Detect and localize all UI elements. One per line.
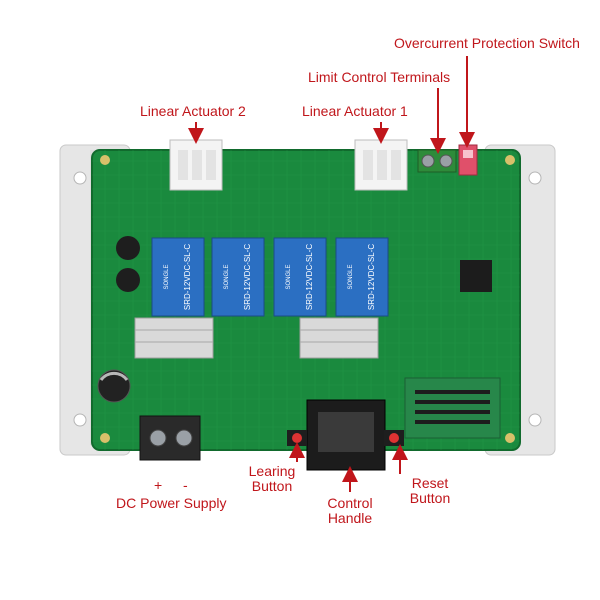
label-polarity-minus: - (183, 477, 188, 493)
label-learning-button-line-2: Button (251, 478, 293, 494)
label-reset-button-line-2: Button (409, 490, 451, 506)
label-polarity-plus: + (154, 477, 163, 493)
label-actuator-2: Linear Actuator 2 (140, 103, 246, 119)
relay-1: SONGLE SRD-12VDC-SL-C (151, 237, 205, 317)
electrolytic-capacitor (97, 369, 131, 403)
relay-body (151, 237, 205, 317)
label-control-handle-line-1: Control (327, 495, 373, 511)
label-control-handle-line-2: Handle (327, 510, 373, 526)
mount-hole-top-left (73, 171, 87, 185)
heatsink-right (299, 317, 379, 359)
relay-body (335, 237, 389, 317)
label-learning-button-line-1: Learing (248, 463, 296, 479)
relay-model-label: SRD-12VDC-SL-C (243, 244, 252, 310)
control-handle-socket (306, 399, 386, 471)
limit-terminal-block (417, 149, 457, 173)
mount-hole-top-right (528, 171, 542, 185)
label-limit-terminals: Limit Control Terminals (308, 69, 451, 85)
label-overcurrent-switch: Overcurrent Protection Switch (394, 35, 580, 51)
label-control-handle: Control Handle (322, 496, 378, 526)
relay-3: SONGLE SRD-12VDC-SL-C (273, 237, 327, 317)
label-dc-power-supply: DC Power Supply (116, 495, 227, 511)
relay-model-label: SRD-12VDC-SL-C (183, 244, 192, 310)
mount-hole-bottom-left (73, 413, 87, 427)
relay-brand-label: SONGLE (224, 264, 230, 289)
callout-arrows (188, 56, 475, 492)
rf-receiver-module (404, 377, 501, 439)
overcurrent-dip-switch (458, 144, 478, 176)
actuator-1-connector (354, 139, 408, 191)
heatsink-left (134, 317, 214, 359)
relay-body (211, 237, 265, 317)
relay-4: SONGLE SRD-12VDC-SL-C (335, 237, 389, 317)
label-learning-button: Learing Button (248, 464, 296, 494)
learning-button (287, 430, 307, 446)
label-reset-button: Reset Button (404, 476, 456, 506)
mount-hole-bottom-right (528, 413, 542, 427)
relay-brand-label: SONGLE (348, 264, 354, 289)
microcontroller-chip (460, 260, 492, 292)
relay-body (273, 237, 327, 317)
relay-bank: SONGLE SRD-12VDC-SL-C SONGLE SRD-12VDC-SL-C… (151, 237, 389, 317)
power-terminal-block (139, 415, 201, 461)
transistor-pair (116, 236, 140, 292)
reset-button (384, 430, 404, 446)
relay-brand-label: SONGLE (286, 264, 292, 289)
actuator-2-connector (169, 139, 223, 191)
relay-model-label: SRD-12VDC-SL-C (367, 244, 376, 310)
relay-2: SONGLE SRD-12VDC-SL-C (211, 237, 265, 317)
relay-model-label: SRD-12VDC-SL-C (305, 244, 314, 310)
label-reset-button-line-1: Reset (411, 475, 449, 491)
label-actuator-1: Linear Actuator 1 (302, 103, 408, 119)
relay-brand-label: SONGLE (164, 264, 170, 289)
